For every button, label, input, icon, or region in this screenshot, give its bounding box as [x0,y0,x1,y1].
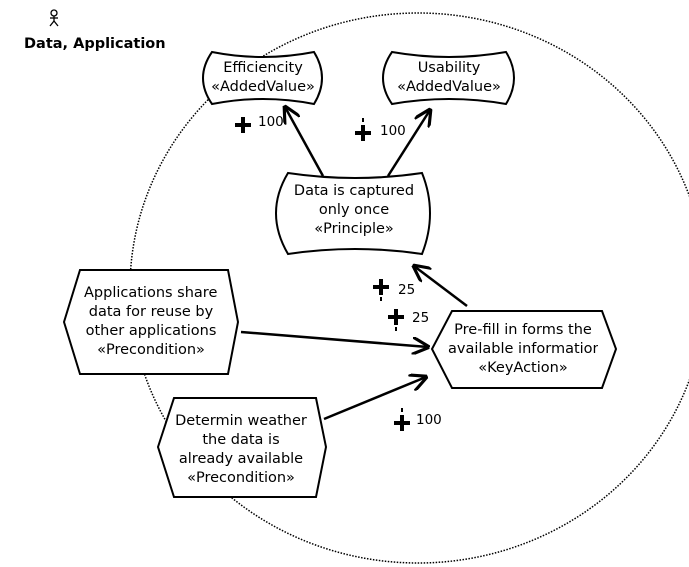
link-principle-to-efficiency[interactable] [285,107,325,177]
determin-line2: the data is [202,432,280,448]
usability-node[interactable] [382,50,515,106]
determin-precondition-node[interactable] [156,397,328,498]
determin-line3: already available [178,451,304,467]
usability-name: Usability [417,60,481,76]
principle-line2: only once [318,202,390,218]
efficiency-text: Efficiencity «AddedValue» [204,59,322,97]
principle-stereotype: «Principle» [314,221,394,237]
efficiency-node[interactable] [202,50,323,106]
prefill-line2: available information [448,341,598,357]
share-text: Applications share data for reuse by oth… [84,284,218,360]
link-principle-to-usability[interactable] [386,110,430,177]
link-share-to-prefill[interactable] [240,330,428,347]
actor-boundary[interactable] [129,12,689,564]
actor-label: Data, Application [24,36,166,52]
plus-contribution-icon [373,279,389,301]
contribution-value: 25 [412,310,430,326]
actor-icon [49,9,59,27]
contribution-value: 100 [258,114,284,130]
share-line1: Applications share [84,285,218,301]
prefill-keyaction-node[interactable] [430,310,618,389]
principle-text: Data is captured only once «Principle» [276,182,432,239]
link-determin-to-prefill[interactable] [323,377,426,421]
plus-contribution-icon [388,309,404,331]
plus-contribution-icon [394,408,410,431]
share-line3: other applications [85,323,217,339]
link-prefill-to-principle[interactable] [414,266,468,307]
contribution-value: 100 [380,123,406,139]
prefill-stereotype: «KeyAction» [478,360,568,376]
prefill-line1: Pre-fill in forms the [454,322,592,338]
plus-contribution-icon [355,118,371,141]
usability-text: Usability «AddedValue» [382,59,516,97]
efficiency-name: Efficiencity [223,60,303,76]
share-stereotype: «Precondition» [97,342,205,358]
determin-stereotype: «Precondition» [187,470,295,486]
principle-line1: Data is captured [293,183,415,199]
principle-node[interactable] [275,171,431,256]
share-line2: data for reuse by [88,304,214,320]
determin-text: Determin weather the data is already ava… [168,412,314,488]
efficiency-stereotype: «AddedValue» [211,79,315,95]
plus-contribution-icon [235,117,251,133]
share-precondition-node[interactable] [62,269,240,375]
determin-line1: Determin weather [175,413,307,429]
contribution-value: 100 [416,412,442,428]
prefill-text: Pre-fill in forms the available informat… [448,321,598,378]
contribution-value: 25 [398,282,416,298]
usability-stereotype: «AddedValue» [397,79,501,95]
